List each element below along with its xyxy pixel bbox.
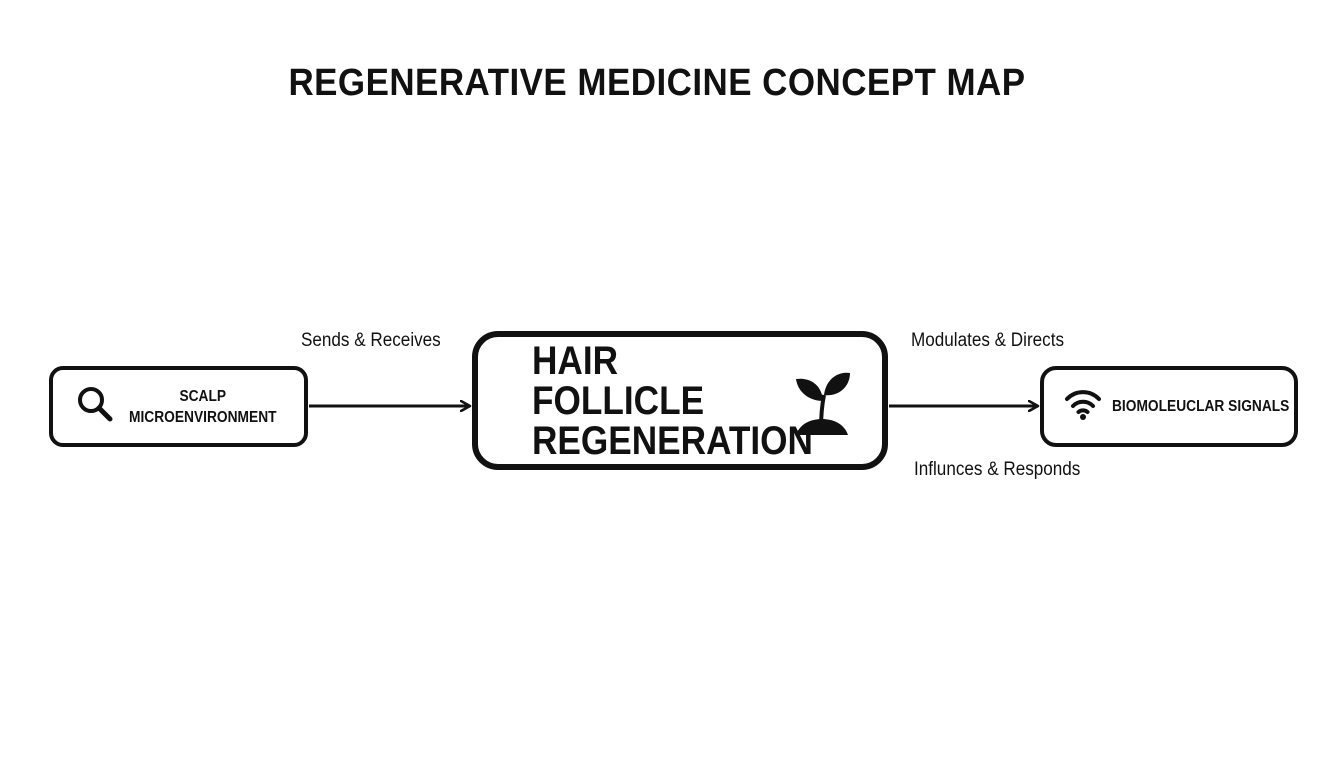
- node-biomolecular-signals: BIOMOLEUCLAR SIGNALS: [1040, 366, 1298, 447]
- node-scalp-line1: SCALP: [179, 387, 227, 405]
- diagram-title: REGENERATIVE MEDICINE CONCEPT MAP: [288, 62, 1026, 104]
- node-scalp-line2: MICROENVIRONMENT: [129, 408, 277, 426]
- edge-label-influences-responds: Influnces & Responds: [914, 459, 1081, 480]
- search-icon: [75, 384, 115, 429]
- edge-label-sends-receives: Sends & Receives: [301, 330, 441, 351]
- node-hair-follicle-regeneration: HAIR FOLLICLE REGENERATION: [472, 331, 888, 470]
- edge-label-modulates-directs: Modulates & Directs: [911, 330, 1065, 351]
- node-biomolecular-label: BIOMOLEUCLAR SIGNALS: [1112, 397, 1290, 415]
- node-scalp-label: SCALP MICROENVIRONMENT: [129, 386, 277, 428]
- wifi-signal-icon: [1064, 387, 1102, 426]
- node-center-line1: HAIR FOLLICLE: [532, 338, 705, 423]
- sprout-icon: [792, 367, 852, 442]
- node-scalp-microenvironment: SCALP MICROENVIRONMENT: [49, 366, 308, 447]
- node-center-line2: REGENERATION: [532, 418, 813, 463]
- node-center-label: HAIR FOLLICLE REGENERATION: [532, 338, 813, 463]
